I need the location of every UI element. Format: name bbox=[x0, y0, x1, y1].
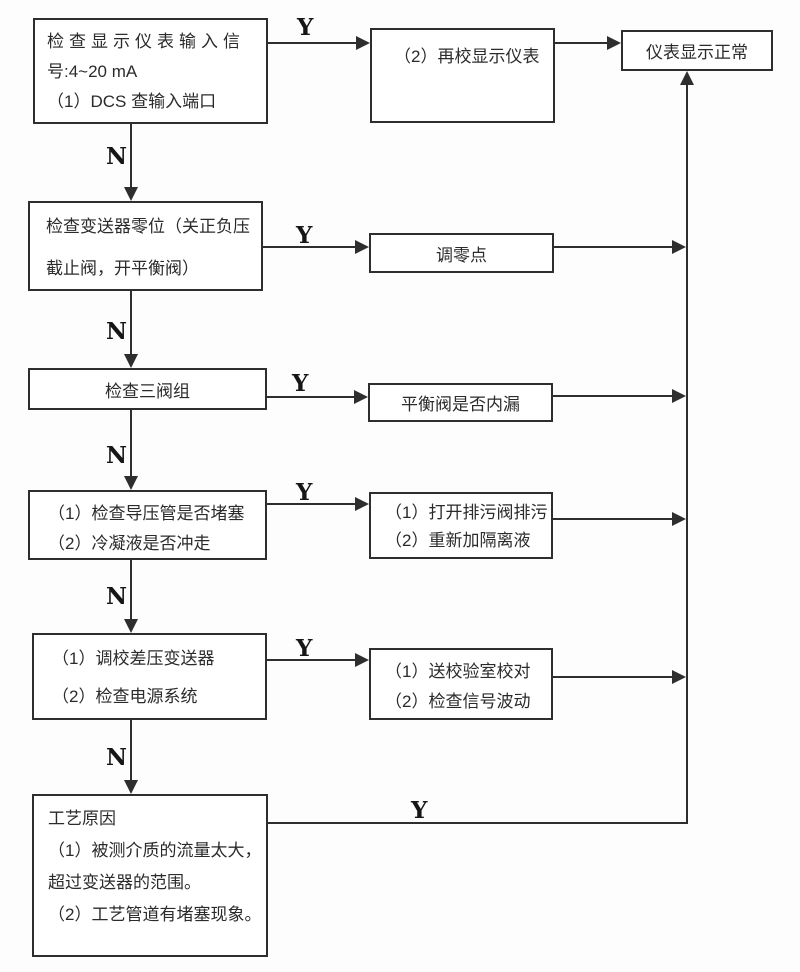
connector-return-line bbox=[686, 82, 688, 824]
connector-drain-to-return bbox=[551, 518, 674, 520]
node-text-line: 调零点 bbox=[436, 245, 487, 265]
node-text-line: （2）冷凝液是否冲走 bbox=[48, 534, 211, 553]
arrowhead-y1 bbox=[356, 36, 370, 50]
connector-n3-line bbox=[130, 410, 132, 477]
no-label: N bbox=[106, 318, 128, 345]
node-text-line: 检查变送器零位（关正负压 bbox=[46, 217, 250, 236]
node-text-line: （2）检查信号波动 bbox=[385, 692, 531, 711]
node-balance-valve-leak: 平衡阀是否内漏 bbox=[368, 383, 553, 422]
connector-y4-line bbox=[265, 503, 356, 505]
yes-label: Y bbox=[292, 370, 309, 397]
node-text-line: 工艺原因 bbox=[48, 809, 116, 828]
connector-n1-line bbox=[130, 124, 132, 188]
arrowhead-n4 bbox=[124, 619, 138, 633]
arrowhead-n2 bbox=[124, 354, 138, 368]
arrowhead-lab-to-return bbox=[672, 670, 686, 684]
node-text-line: （1）DCS 查输入端口 bbox=[47, 92, 217, 111]
node-process-cause: 工艺原因 （1）被测介质的流量太大， 超过变送器的范围。 （2）工艺管道有堵塞现… bbox=[32, 794, 268, 957]
connector-y5-line bbox=[265, 659, 357, 661]
yes-label: Y bbox=[296, 222, 313, 249]
connector-lab-to-return bbox=[551, 676, 674, 678]
connector-y3-line bbox=[265, 396, 355, 398]
connector-n5-line bbox=[130, 720, 132, 781]
yes-label: Y bbox=[296, 479, 313, 506]
node-text-line: （2）检查电源系统 bbox=[52, 687, 198, 706]
connector-y2-line bbox=[261, 246, 357, 248]
yes-label: Y bbox=[411, 797, 428, 824]
node-text-line: （1）检查导压管是否堵塞 bbox=[48, 504, 245, 523]
no-label: N bbox=[106, 583, 128, 610]
arrowhead-y5 bbox=[355, 653, 369, 667]
node-text-line: （2）工艺管道有堵塞现象。 bbox=[48, 905, 262, 924]
node-display-normal: 仪表显示正常 bbox=[621, 30, 773, 71]
connector-n4-line bbox=[130, 560, 132, 620]
node-text-line: （2）重新加隔离液 bbox=[385, 531, 531, 550]
node-check-transmitter-zero: 检查变送器零位（关正负压 截止阀，开平衡阀） bbox=[28, 201, 263, 291]
node-calibrate-dp-transmitter: （1）调校差压变送器 （2）检查电源系统 bbox=[32, 633, 267, 720]
arrowhead-drain-to-return bbox=[672, 512, 686, 526]
node-text-line: （1）被测介质的流量太大， bbox=[48, 841, 262, 860]
node-text-line: 检查显示仪表输入信 bbox=[47, 32, 245, 51]
node-check-input-signal: 检查显示仪表输入信 号:4~20 mA （1）DCS 查输入端口 bbox=[33, 18, 268, 124]
arrowhead-y4 bbox=[355, 497, 369, 511]
arrowhead-recal-to-normal bbox=[607, 36, 621, 50]
arrowhead-y2 bbox=[355, 240, 369, 254]
node-text-line: （1）送校验室校对 bbox=[385, 662, 531, 681]
node-recalibrate-display: （2）再校显示仪表 bbox=[370, 28, 555, 123]
connector-y6-line bbox=[266, 822, 688, 824]
arrowhead-n3 bbox=[124, 476, 138, 490]
node-adjust-zero-point: 调零点 bbox=[369, 233, 554, 273]
node-text-line: （2）再校显示仪表 bbox=[394, 47, 540, 66]
node-open-drain-valve: （1）打开排污阀排污 （2）重新加隔离液 bbox=[369, 492, 553, 559]
no-label: N bbox=[106, 744, 128, 771]
connector-y1-line bbox=[266, 42, 358, 44]
node-text-line: 截止阀，开平衡阀） bbox=[46, 259, 199, 278]
connector-n2-line bbox=[130, 291, 132, 355]
yes-label: Y bbox=[296, 635, 313, 662]
yes-label: Y bbox=[297, 14, 314, 41]
node-text-line: 超过变送器的范围。 bbox=[48, 873, 201, 892]
arrowhead-leak-to-return bbox=[672, 389, 686, 403]
node-check-impulse-pipe: （1）检查导压管是否堵塞 （2）冷凝液是否冲走 bbox=[28, 490, 267, 560]
arrowhead-n1 bbox=[124, 187, 138, 201]
no-label: N bbox=[106, 143, 128, 170]
arrowhead-y3 bbox=[354, 390, 368, 404]
node-text-line: 平衡阀是否内漏 bbox=[401, 395, 520, 414]
arrowhead-zero-to-return bbox=[672, 240, 686, 254]
node-text-line: 号:4~20 mA bbox=[47, 62, 138, 81]
connector-zero-to-return bbox=[552, 246, 674, 248]
arrowhead-return-up bbox=[680, 71, 694, 85]
connector-recal-to-normal bbox=[553, 42, 609, 44]
arrowhead-n5 bbox=[124, 780, 138, 794]
node-text-line: 仪表显示正常 bbox=[646, 43, 748, 62]
node-check-three-valve-group: 检查三阀组 bbox=[28, 368, 267, 410]
node-send-to-lab: （1）送校验室校对 （2）检查信号波动 bbox=[369, 648, 553, 720]
connector-leak-to-return bbox=[551, 395, 674, 397]
node-text-line: （1）调校差压变送器 bbox=[52, 649, 215, 668]
node-text-line: 检查三阀组 bbox=[105, 381, 190, 401]
node-text-line: （1）打开排污阀排污 bbox=[385, 503, 548, 522]
no-label: N bbox=[106, 442, 128, 469]
